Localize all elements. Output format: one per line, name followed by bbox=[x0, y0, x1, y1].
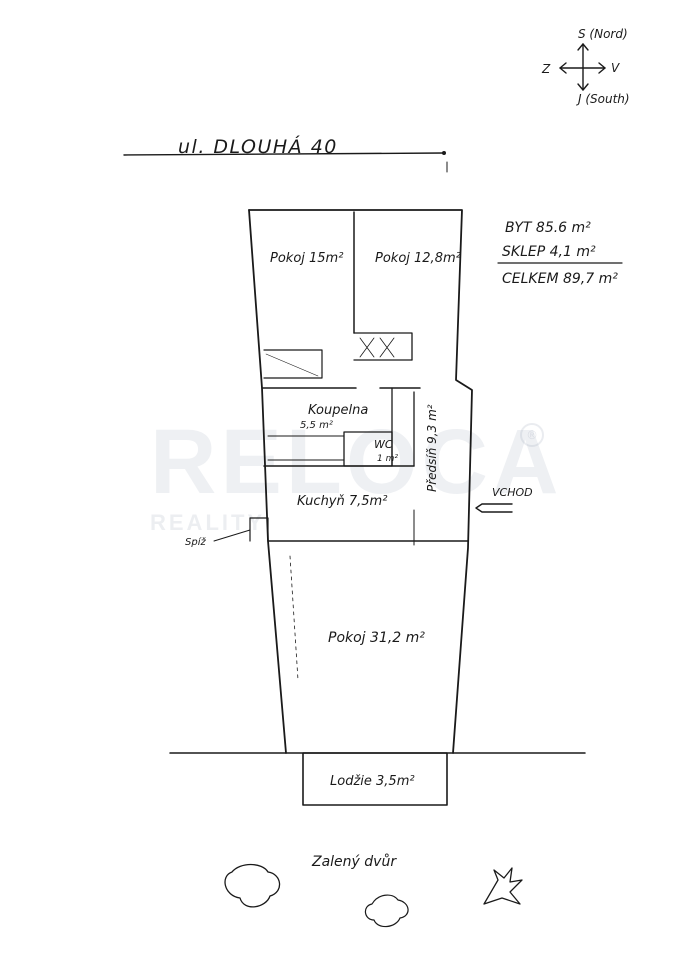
bush-icon bbox=[224, 863, 281, 908]
room-wc-label: WC bbox=[374, 438, 393, 451]
room-living-label: Pokoj 31,2 m² bbox=[328, 630, 425, 646]
apartment-area-label: BYT 85.6 m² bbox=[505, 220, 591, 236]
outer-wall-east bbox=[248, 209, 473, 754]
courtyard: Zalený dvůr bbox=[224, 854, 523, 928]
room-pantry-label: Spíž bbox=[185, 536, 206, 548]
entrance-marker: VCHOD bbox=[475, 486, 533, 513]
street: ul. DLOUHÁ 40 bbox=[123, 135, 448, 173]
compass-east-label: V bbox=[611, 61, 620, 75]
room-hall-label: Předsíň 9,3 m² bbox=[425, 404, 439, 492]
room-loggia-label: Lodžie 3,5m² bbox=[330, 774, 415, 789]
courtyard-label: Zalený dvůr bbox=[311, 854, 397, 870]
room-kitchen-label: Kuchyň 7,5m² bbox=[297, 494, 387, 509]
interior-walls bbox=[213, 211, 469, 681]
tree-icon bbox=[483, 867, 523, 905]
cupboard-outline bbox=[263, 349, 323, 379]
wardrobe-wall bbox=[353, 332, 413, 361]
pantry-outline bbox=[249, 517, 269, 542]
street-line-end-dot bbox=[442, 151, 446, 155]
living-window-hatch bbox=[289, 555, 299, 681]
wardrobe-hatch-2 bbox=[359, 337, 375, 358]
loggia bbox=[302, 752, 448, 806]
entrance-label: VCHOD bbox=[492, 486, 533, 499]
room-bathroom-area-label: 5,5 m² bbox=[300, 420, 333, 431]
compass-north-label: S (Nord) bbox=[578, 27, 628, 41]
outer-walls bbox=[169, 209, 586, 754]
entrance-arrow-icon bbox=[475, 503, 513, 513]
compass-south-arrow-icon bbox=[577, 83, 589, 91]
total-area-label: CELKEM 89,7 m² bbox=[502, 271, 618, 287]
room-bathroom-label: Koupelna bbox=[308, 403, 368, 418]
pantry-leader-line bbox=[213, 529, 251, 542]
room-labels: Pokoj 15m² Pokoj 12,8m² Koupelna 5,5 m² … bbox=[185, 251, 461, 789]
cellar-area-label: SKLEP 4,1 m² bbox=[502, 244, 596, 260]
room-bedroom-1-label: Pokoj 15m² bbox=[270, 251, 343, 266]
shrub-icon bbox=[364, 894, 409, 928]
cupboard-hatch bbox=[265, 353, 319, 377]
room-wc-area-label: 1 m² bbox=[377, 454, 398, 464]
compass-south-label: J (South) bbox=[576, 92, 630, 106]
area-summary: BYT 85.6 m² SKLEP 4,1 m² CELKEM 89,7 m² bbox=[497, 220, 623, 287]
outer-wall-west bbox=[248, 209, 287, 754]
room-bedroom-2-label: Pokoj 12,8m² bbox=[375, 251, 461, 266]
loggia-outline bbox=[302, 752, 448, 806]
compass-rose: S (Nord) J (South) Z V bbox=[541, 27, 630, 106]
street-line bbox=[123, 152, 445, 156]
compass-east-arrow-icon bbox=[598, 62, 606, 74]
compass-north-arrow-icon bbox=[577, 43, 589, 51]
wardrobe-hatch-4 bbox=[379, 337, 395, 358]
street-name-label: ul. DLOUHÁ 40 bbox=[178, 135, 338, 158]
compass-west-label: Z bbox=[541, 62, 551, 76]
compass-west-arrow-icon bbox=[559, 62, 567, 74]
